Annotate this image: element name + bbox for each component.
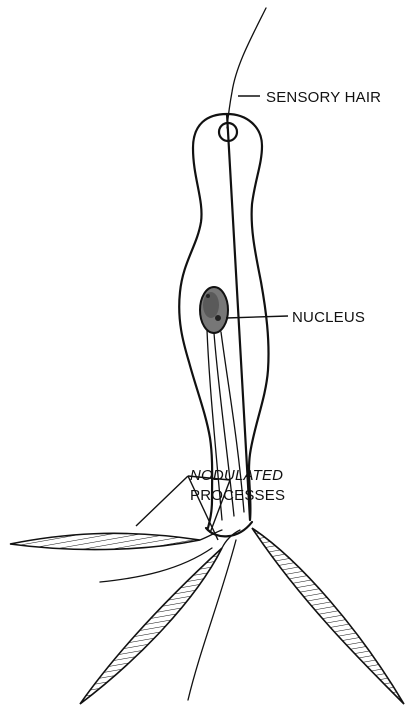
nucleus xyxy=(200,287,228,333)
nodulated-processes xyxy=(10,528,404,704)
label-processes: PROCESSES xyxy=(190,487,285,504)
nucleus-leader xyxy=(226,316,288,318)
sensory-hair xyxy=(227,8,266,128)
process-lower-left xyxy=(80,548,222,704)
label-nucleus: NUCLEUS xyxy=(292,309,365,326)
process-left xyxy=(10,533,200,549)
nodulated-leaders xyxy=(136,476,230,540)
label-sensory-hair: SENSORY HAIR xyxy=(266,89,381,106)
label-nodulated: NODULATED xyxy=(190,467,283,484)
process-right xyxy=(252,528,404,704)
